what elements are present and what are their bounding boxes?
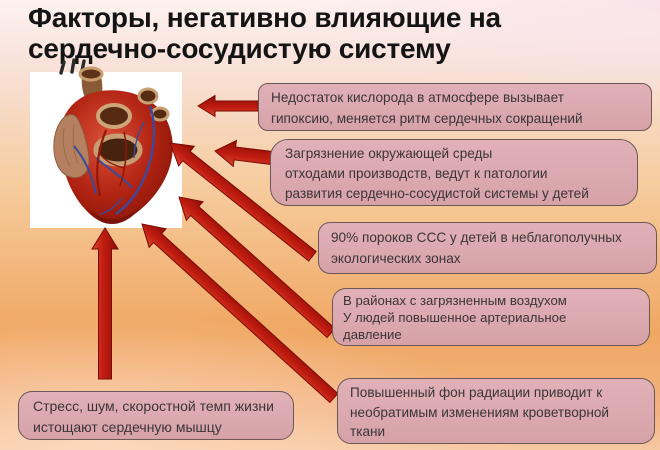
title-line-2: сердечно-сосудистую систему (28, 33, 451, 64)
note-radiation: Повышенный фон радиации приводит к необр… (337, 378, 655, 444)
note-line: экологических зонах (331, 250, 461, 266)
small-vessel-opening-1 (137, 87, 159, 105)
slide-title: Факторы, негативно влияющие на сердечно-… (28, 2, 501, 64)
title-line-1: Факторы, негативно влияющие на (28, 2, 501, 33)
large-vessel-opening (93, 133, 143, 167)
small-vessel-opening-2 (150, 106, 170, 122)
arrow-radiation-icon (141, 223, 339, 404)
heart-auricle (53, 114, 90, 179)
note-line: В районах с загрязненным воздухом (343, 293, 567, 308)
heart-bottom-shadow (86, 206, 140, 225)
note-line: необратимым изменениям кроветворной (350, 404, 609, 420)
note-line: 90% пороков ССС у детей в неблагополучны… (331, 230, 622, 245)
note-line: Загрязнение окружающей среды (285, 146, 493, 161)
note-line: истощают сердечную мышцу (33, 419, 222, 435)
note-line: развития сердечно-сосудистой системы у д… (285, 186, 589, 201)
arrow-pollution-icon (214, 139, 274, 168)
aorta-opening (78, 66, 104, 82)
note-line: Повышенный фон радиации приводит к (350, 385, 603, 400)
note-stress: Стресс, шум, скоростной темп жизни истощ… (18, 391, 294, 440)
note-line: Стресс, шум, скоростной темп жизни (33, 398, 274, 414)
note-air: В районах с загрязненным воздухом У люде… (332, 288, 650, 346)
note-line: Недостаток кислорода в атмосфере вызывае… (271, 90, 564, 105)
blue-veins (73, 105, 156, 215)
arrow-oxygen-icon (197, 94, 259, 118)
note-line: давление (343, 327, 402, 343)
arrow-air-icon (178, 196, 336, 339)
coronary-vessels (96, 129, 127, 197)
note-line: ткани (350, 424, 386, 439)
pulmonary-opening (96, 103, 132, 129)
note-oxygen: Недостаток кислорода в атмосфере вызывае… (258, 83, 652, 131)
note-line: гипоксию, меняется ритм сердечных сокращ… (271, 111, 583, 126)
note-pollution: Загрязнение окружающей среды отходами пр… (270, 139, 638, 206)
note-line: отходами производств, ведут к патологии (285, 166, 548, 181)
arrow-stress-icon (91, 227, 119, 380)
note-line: У людей повышенное артериальное (343, 310, 567, 326)
heart-illustration (30, 58, 182, 228)
note-defects: 90% пороков ССС у детей в неблагополучны… (318, 222, 657, 274)
